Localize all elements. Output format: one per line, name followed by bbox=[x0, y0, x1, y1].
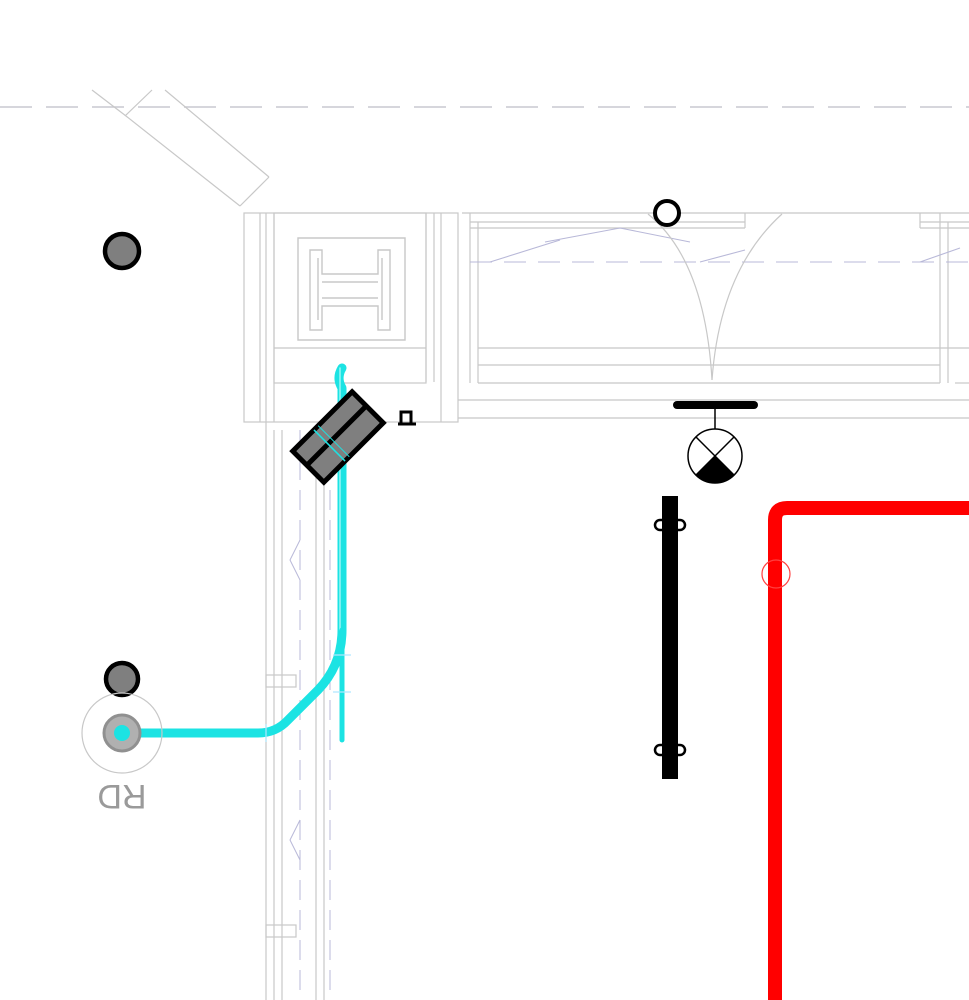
vertical-wall-strip bbox=[265, 422, 325, 1000]
floor-drain-icon bbox=[102, 231, 142, 271]
fire-line bbox=[761, 501, 969, 1000]
roof-drain-label: RD bbox=[97, 777, 146, 815]
roof-drain-label-group: RD bbox=[97, 777, 146, 815]
column-assembly bbox=[243, 212, 459, 423]
roof-drain-icon bbox=[81, 660, 163, 774]
h-column-icon bbox=[297, 237, 406, 341]
window-hidden-lines bbox=[470, 227, 969, 263]
diagonal-wall-element bbox=[91, 89, 270, 207]
small-tag-icon bbox=[398, 410, 416, 426]
grab-bar-icon bbox=[653, 496, 687, 779]
wall-sensor-icon bbox=[653, 199, 681, 227]
door-swing-icon bbox=[647, 213, 783, 381]
valve-icon bbox=[289, 388, 387, 486]
pipe-run bbox=[119, 363, 347, 743]
horizontal-wall-band bbox=[458, 212, 969, 419]
vertical-wall-hidden-lines bbox=[289, 430, 331, 1000]
pipe-fittings bbox=[265, 654, 351, 742]
light-fixture-icon bbox=[673, 401, 758, 484]
